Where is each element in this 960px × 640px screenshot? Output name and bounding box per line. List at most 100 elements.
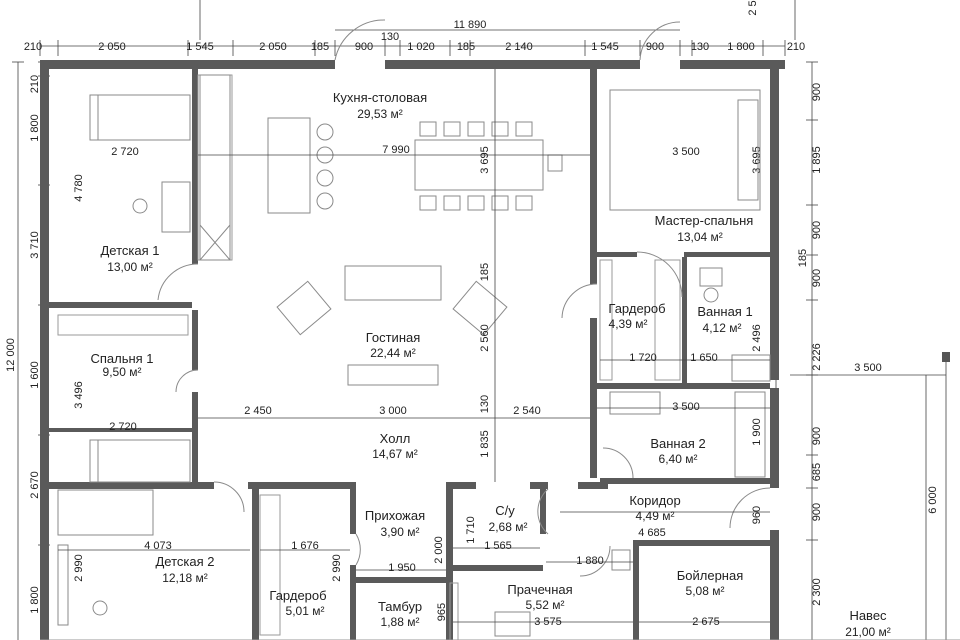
dim-left-0: 210 (29, 75, 41, 93)
room-name-wardrobe2: Гардероб (269, 588, 326, 603)
room-area-laundry: 5,52 м² (526, 598, 565, 612)
doors (157, 19, 771, 577)
room-area-bath1: 4,12 м² (703, 321, 742, 335)
dim-top-13: 1 800 (727, 41, 755, 53)
dim-right-7: 2 226 (811, 343, 823, 371)
dim-left-3: 3 710 (29, 231, 41, 259)
room-name-wardrobe1: Гардероб (608, 301, 665, 316)
room-area-corridor: 4,49 м² (636, 509, 675, 523)
room-name-canopy: Навес (849, 608, 887, 623)
dim-inner-3: 3 500 (672, 146, 700, 158)
dim-inner-4: 185 (479, 263, 491, 281)
dim-left-1: 1 800 (29, 114, 41, 142)
room-name-wc: С/у (495, 503, 515, 518)
room-area-wardrobe2: 5,01 м² (286, 604, 325, 618)
room-area-bath2: 6,40 м² (659, 452, 698, 466)
dim-overall-width: 11 890 (454, 19, 487, 31)
dim-top-6: 130 (381, 31, 399, 43)
dim-top-7: 1 020 (407, 41, 435, 53)
room-area-child2: 12,18 м² (162, 571, 208, 585)
dim-right-9: 1 900 (751, 418, 763, 446)
dim-top-4: 185 (311, 41, 329, 53)
dim-inner-17: 1 676 (291, 540, 319, 552)
dim-top-14: 210 (787, 41, 805, 53)
room-area-living: 22,44 м² (370, 346, 416, 360)
room-area-bedroom1: 9,50 м² (103, 365, 142, 379)
dim-right-11: 900 (811, 503, 823, 521)
room-name-boiler: Бойлерная (677, 568, 744, 583)
dim-right-3: 900 (811, 221, 823, 239)
room-name-child2: Детская 2 (156, 554, 215, 569)
dim-right-10: 685 (811, 463, 823, 481)
dim-inner-21: 1 880 (576, 555, 604, 567)
dim-right-6: 2 496 (751, 324, 763, 352)
dim-terrace-depth: 6 000 (927, 486, 939, 514)
furniture (57, 74, 771, 637)
room-name-entry: Прихожая (365, 508, 425, 523)
room-area-boiler: 5,08 м² (686, 584, 725, 598)
dim-left-5: 3 496 (73, 381, 85, 409)
dim-inner-23: 2 990 (331, 554, 343, 582)
dim-inner-6: 1 720 (629, 352, 657, 364)
room-name-kitchen: Кухня-столовая (333, 90, 427, 105)
dim-inner-11: 2 540 (513, 405, 541, 417)
dim-right-8: 900 (811, 427, 823, 445)
canopy-post (942, 352, 950, 362)
room-area-master: 13,04 м² (677, 230, 723, 244)
dim-inner-10: 130 (479, 395, 491, 413)
dim-inner-24: 965 (436, 603, 448, 621)
room-area-tambour: 1,88 м² (381, 615, 420, 629)
room-name-master: Мастер-спальня (655, 213, 754, 228)
dim-inner-19: 1 710 (465, 516, 477, 544)
dim-overall-height: 12 000 (5, 338, 17, 372)
top-dimension-chain (39, 0, 796, 56)
dim-inner-16: 4 073 (144, 540, 172, 552)
room-area-wc: 2,68 м² (489, 520, 528, 534)
dim-inner-26: 2 675 (692, 616, 720, 628)
dim-canopy-width: 3 500 (854, 362, 882, 374)
dim-inner-1: 7 990 (382, 144, 410, 156)
room-area-wardrobe1: 4,39 м² (609, 317, 648, 331)
room-name-child1: Детская 1 (101, 243, 160, 258)
dim-inner-14: 1 835 (479, 430, 491, 458)
dim-inner-20: 1 565 (484, 540, 512, 552)
right-dimension-chain (775, 61, 947, 640)
dim-top-1: 2 050 (98, 41, 126, 53)
dim-right-4: 185 (797, 249, 809, 267)
dim-inner-13: 2 720 (109, 421, 137, 433)
room-name-laundry: Прачечная (507, 582, 572, 597)
dim-top-9: 2 140 (505, 41, 533, 53)
room-area-kitchen: 29,53 м² (357, 107, 403, 121)
room-area-canopy: 21,00 м² (845, 625, 891, 639)
dim-top-10: 1 545 (591, 41, 619, 53)
room-name-bedroom1: Спальня 1 (90, 351, 153, 366)
room-name-bath1: Ванная 1 (697, 304, 752, 319)
room-name-tambour: Тамбур (378, 599, 422, 614)
dim-top-edge: 2 5 (747, 0, 759, 15)
dim-left-2: 4 780 (73, 174, 85, 202)
room-name-corridor: Коридор (629, 493, 680, 508)
dim-right-5: 900 (811, 269, 823, 287)
dim-top-5: 900 (355, 41, 373, 53)
dim-inner-15: 4 685 (638, 527, 666, 539)
dim-top-2: 1 545 (186, 41, 214, 53)
dim-right-1: 1 895 (811, 146, 823, 174)
interior-dimension-lines (58, 69, 770, 623)
dim-inner-5: 2 560 (479, 324, 491, 352)
walls (40, 60, 785, 640)
dim-inner-7: 1 650 (690, 352, 718, 364)
dim-top-8: 185 (457, 41, 475, 53)
dim-right-12: 960 (751, 506, 763, 524)
dim-inner-8: 2 450 (244, 405, 272, 417)
room-area-child1: 13,00 м² (107, 260, 153, 274)
room-name-bath2: Ванная 2 (650, 436, 705, 451)
dim-right-13: 2 300 (811, 578, 823, 606)
dim-top-11: 900 (646, 41, 664, 53)
dim-top-0: 210 (24, 41, 42, 53)
dim-top-12: 130 (691, 41, 709, 53)
dim-inner-12: 3 500 (672, 401, 700, 413)
dim-right-0: 900 (811, 83, 823, 101)
dim-top-3: 2 050 (259, 41, 287, 53)
dim-left-4: 1 600 (29, 361, 41, 389)
